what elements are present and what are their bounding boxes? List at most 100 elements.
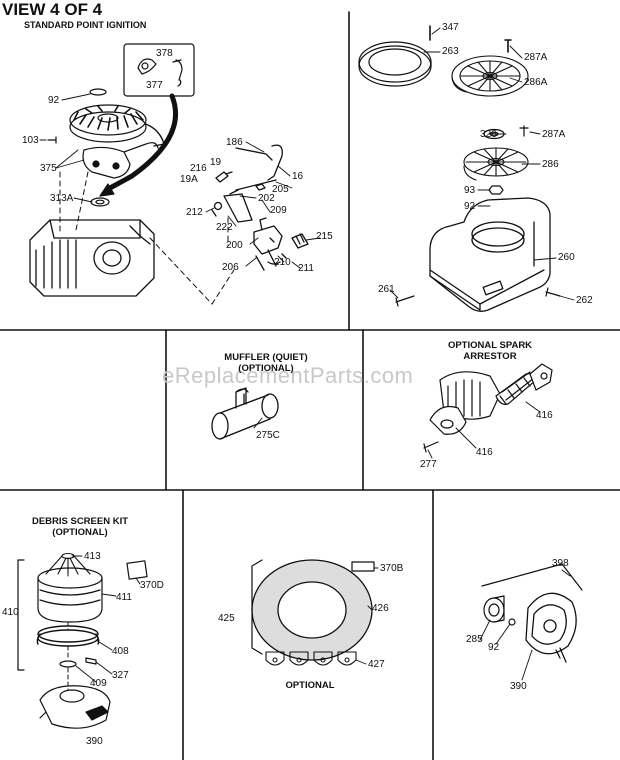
blower-housing-260 [429,197,551,312]
part-label: 92 [488,642,500,653]
washer-92-bottom [508,618,516,626]
part-label: 92 [464,201,476,212]
bracket-425 [251,559,263,655]
optional-label: OPTIONAL [285,680,335,691]
starter-base-390-left [39,685,111,729]
rewind-starter-390-right [525,592,577,663]
part-label: 92 [48,95,60,106]
part-label: 93 [464,185,476,196]
wire-connector-detail-box [123,43,195,97]
bracket-410 [17,559,25,671]
part-label: 263 [442,46,459,57]
strip-370B [351,561,375,572]
part-label: 216 [190,163,207,174]
part-label: 209 [270,205,287,216]
part-label: 277 [420,459,437,470]
part-label: 287A [542,129,566,140]
section-dividers [0,11,620,760]
part-label: 425 [218,613,235,624]
part-label: 210 [274,257,291,268]
part-label: 19A [180,174,198,185]
screw-277 [423,441,439,453]
part-label: 327 [112,670,129,681]
page-title: VIEW 4 OF 4 [2,0,103,19]
part-label: 416 [536,410,553,421]
part-label: 222 [216,222,233,233]
bolt-262 [545,287,561,297]
clip-327 [85,657,97,665]
armature-375 [82,142,159,179]
muffler-heading-line1: MUFFLER (QUIET) [224,352,308,363]
part-label: 390 [510,681,527,692]
decal-370D [126,560,148,580]
part-label: 285 [466,634,483,645]
part-label: 286 [542,159,559,170]
part-label: 377 [146,80,163,91]
bolt-103 [47,136,57,144]
spark-screen-416 [495,363,553,405]
part-label: 347 [442,22,459,33]
part-label: 390 [86,736,103,747]
part-label: 398 [552,558,569,569]
grass-screen-286 [463,147,529,181]
dashed-assembly-lines [59,171,235,305]
throttle-control-bracket [253,217,309,271]
part-label: 275C [256,430,280,441]
part-label: 375 [40,163,57,174]
flywheel [69,104,165,147]
wire-routing-arrow [99,93,178,197]
part-label: 205 [272,184,289,195]
washer-92 [89,88,107,96]
part-label: 313A [50,193,74,204]
part-label: 212 [186,207,203,218]
bolt-261 [395,295,415,307]
part-label: 410 [2,607,19,618]
spark-arrestor-heading-line2: ARRESTOR [463,351,517,362]
engine-block [29,219,155,297]
governor-linkage [211,144,283,223]
part-label: 186 [226,137,243,148]
leader-lines [39,27,575,683]
screen-286A [451,39,529,97]
watermark: eReplacementParts.com [162,363,414,388]
part-label: 260 [558,252,575,263]
part-label: 211 [298,263,314,274]
part-label: 370D [140,580,164,591]
part-label: 427 [368,659,385,670]
part-label: 19 [210,157,222,168]
part-label: 413 [84,551,101,562]
debris-kit-heading-line2: (OPTIONAL) [52,527,108,538]
part-label: 370B [380,563,404,574]
pulley-285 [483,595,505,623]
screw-287A-lower [519,125,529,137]
part-label: 287A [524,52,548,63]
part-label: 16 [292,171,304,182]
muffler-heading-line2: (OPTIONAL) [238,363,294,374]
spark-arrestor-muffler [429,371,501,435]
debris-kit-heading-line1: DEBRIS SCREEN KIT [31,516,129,527]
spark-arrestor-heading-line1: OPTIONAL SPARK [447,340,533,351]
part-label: 206 [222,262,239,273]
part-label: 416 [476,447,493,458]
part-label: 326 [480,129,497,140]
part-label: 202 [258,193,275,204]
ignition-subtitle: STANDARD POINT IGNITION [24,20,147,30]
nut-93 [488,185,504,195]
starter-398-bracket [481,563,583,591]
part-label: 409 [90,678,107,689]
part-label: 215 [316,231,333,242]
debris-screen-411 [37,567,103,623]
part-label: 262 [576,295,593,306]
part-label: 408 [112,646,129,657]
part-label: 103 [22,135,39,146]
spacer-409 [59,660,77,668]
part-label: 378 [156,48,173,59]
part-label: 286A [524,77,548,88]
part-label: 200 [226,240,243,251]
part-label: 261 [378,284,395,295]
foam-ring-426 [251,559,373,661]
gear-313A [90,197,110,207]
muffler-275C [211,387,279,440]
rewind-starter-263 [358,25,432,87]
